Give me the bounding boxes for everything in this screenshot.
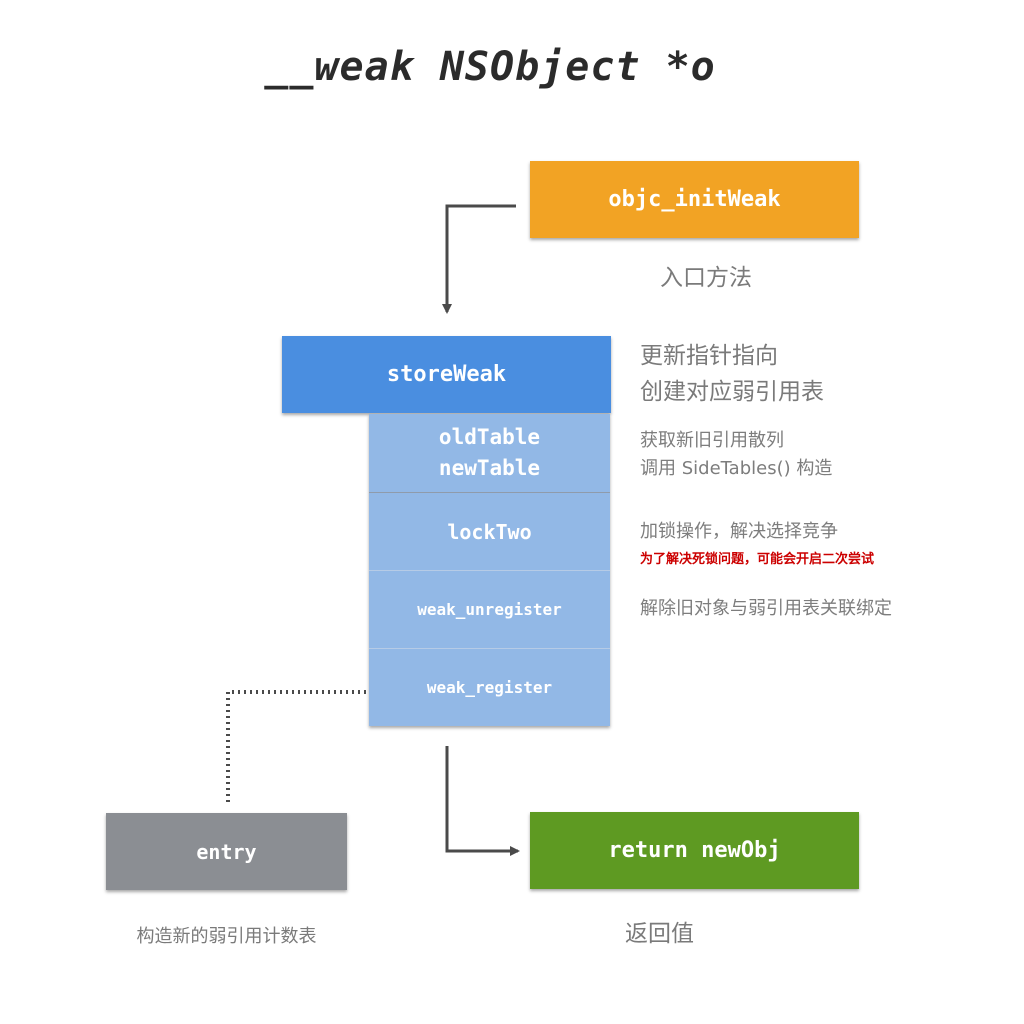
tables-note-1: 获取新旧引用散列 xyxy=(640,430,784,451)
storeweak-steps: oldTable newTable lockTwo weak_unregiste… xyxy=(369,414,610,726)
lock-warning: 为了解决死锁问题，可能会开启二次尝试 xyxy=(640,552,875,567)
objc-initweak-node: objc_initWeak xyxy=(530,161,859,238)
storeweak-note-1: 更新指针指向 xyxy=(640,343,778,369)
step-weak-register: weak_register xyxy=(369,648,610,726)
return-newobj-label: return newObj xyxy=(608,838,781,863)
storeweak-label: storeWeak xyxy=(386,362,507,387)
dotted-register-to-entry xyxy=(226,690,366,803)
weak-register-label: weak_register xyxy=(426,678,553,697)
weak-unregister-label: weak_unregister xyxy=(417,600,562,619)
step-lock-two: lockTwo xyxy=(369,492,610,570)
entry-node: entry xyxy=(106,813,347,890)
tables-notes: 获取新旧引用散列 调用 SideTables() 构造 xyxy=(640,427,832,483)
lock-two-label: lockTwo xyxy=(447,519,532,544)
objc-initweak-caption: 入口方法 xyxy=(660,265,752,291)
new-table-label: newTable xyxy=(438,456,541,480)
old-table-label: oldTable xyxy=(438,425,541,449)
step-weak-unregister: weak_unregister xyxy=(369,570,610,648)
return-newobj-caption: 返回值 xyxy=(625,921,694,947)
step-tables: oldTable newTable xyxy=(369,414,610,492)
arrow-init-to-store xyxy=(442,204,516,314)
entry-label: entry xyxy=(196,839,257,864)
return-newobj-node: return newObj xyxy=(530,812,859,889)
lock-note: 加锁操作，解决选择竞争 xyxy=(640,521,838,542)
arrow-steps-to-return xyxy=(445,746,520,856)
tables-note-2: 调用 SideTables() 构造 xyxy=(640,458,833,479)
unregister-note: 解除旧对象与弱引用表关联绑定 xyxy=(640,598,892,619)
entry-caption: 构造新的弱引用计数表 xyxy=(136,926,317,947)
storeweak-notes: 更新指针指向 创建对应弱引用表 xyxy=(640,338,824,410)
storeweak-node: storeWeak xyxy=(282,336,611,413)
diagram-title: __weak NSObject *o xyxy=(264,44,716,90)
storeweak-note-2: 创建对应弱引用表 xyxy=(640,379,824,405)
objc-initweak-label: objc_initWeak xyxy=(608,187,781,212)
